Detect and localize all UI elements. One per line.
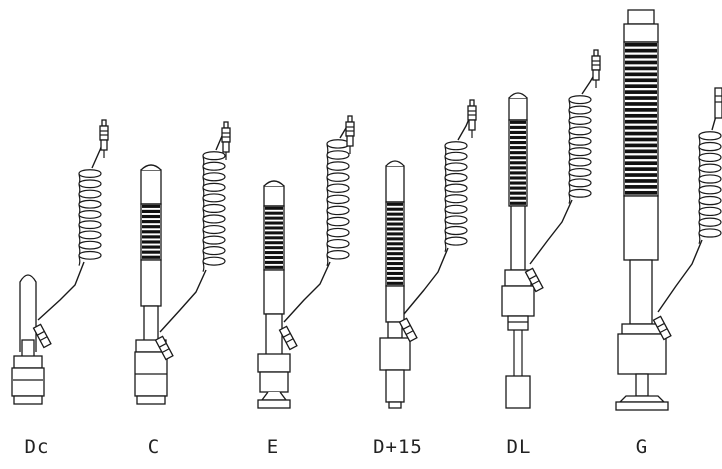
- probe-c-connector: [221, 121, 231, 160]
- probe-dc-coil: [78, 169, 102, 266]
- probe-dl-stem: [510, 205, 526, 271]
- probe-c-plug: [154, 335, 174, 361]
- probe-c-coil: [202, 151, 226, 272]
- probe-d15-plug: [398, 317, 418, 343]
- probe-e-cable: [283, 261, 331, 323]
- label-g: G: [635, 436, 649, 458]
- label-d15: D+15: [373, 436, 423, 458]
- label-c: C: [147, 436, 161, 458]
- probe-e-body: [263, 269, 285, 315]
- probe-e-plug: [278, 325, 298, 351]
- probe-g-plug: [652, 315, 672, 341]
- probe-e-base: [259, 371, 289, 393]
- probe-c-cap: [140, 169, 162, 205]
- probe-e: [257, 115, 355, 409]
- probe-g-foot: [615, 401, 669, 411]
- probe-dl: [501, 49, 601, 409]
- probe-dl-connector: [591, 49, 601, 88]
- probe-dc-base: [11, 367, 45, 397]
- probe-g-cable: [657, 239, 703, 313]
- probe-d15-cap: [385, 165, 405, 203]
- probe-dc-plug: [32, 323, 52, 349]
- probe-c-cable: [159, 269, 207, 333]
- probe-dl-grip: [508, 119, 528, 207]
- probe-dl-plug: [524, 267, 544, 293]
- probe-g-connector: [714, 87, 722, 119]
- probe-dl-tip: [505, 375, 531, 409]
- probe-dc-collar: [13, 355, 43, 369]
- probe-dl-cable: [529, 199, 573, 265]
- probe-d15-connector: [467, 99, 477, 138]
- probe-d15: [379, 99, 477, 409]
- probe-dc: [11, 119, 109, 405]
- label-dc: Dc: [24, 436, 50, 458]
- probe-e-cap: [263, 185, 285, 207]
- probe-d15-cable: [403, 247, 449, 315]
- probe-c-grip: [140, 203, 162, 261]
- probe-c-body: [140, 259, 162, 307]
- probe-d15-collar: [379, 337, 411, 371]
- label-dl: DL: [506, 436, 532, 458]
- probe-e-foot: [257, 399, 291, 409]
- probe-g-collar: [617, 333, 667, 375]
- probe-e-coil: [326, 139, 350, 267]
- probe-d15-body: [385, 285, 405, 323]
- probe-g-grip: [623, 41, 659, 197]
- probe-g-body: [623, 195, 659, 261]
- probe-d15-tip: [385, 369, 405, 403]
- probe-g-stem: [629, 259, 653, 325]
- probe-dc-cable: [37, 261, 85, 321]
- probe-dl-collar: [501, 285, 535, 317]
- probe-e-collar: [257, 353, 291, 373]
- probe-dc-connector: [99, 119, 109, 158]
- probe-d15-coil: [444, 141, 468, 252]
- probe-g-cap: [627, 9, 655, 25]
- probe-e-grip: [263, 205, 285, 271]
- probe-g: [615, 9, 722, 411]
- probe-dc-tube: [19, 274, 37, 352]
- label-e: E: [266, 436, 280, 458]
- probe-g-coil: [698, 131, 722, 245]
- probe-dl-cap: [508, 97, 528, 121]
- probe-c: [134, 121, 231, 405]
- probe-d15-grip: [385, 201, 405, 287]
- probe-e-connector: [345, 115, 355, 154]
- probe-dl-coil: [568, 95, 592, 204]
